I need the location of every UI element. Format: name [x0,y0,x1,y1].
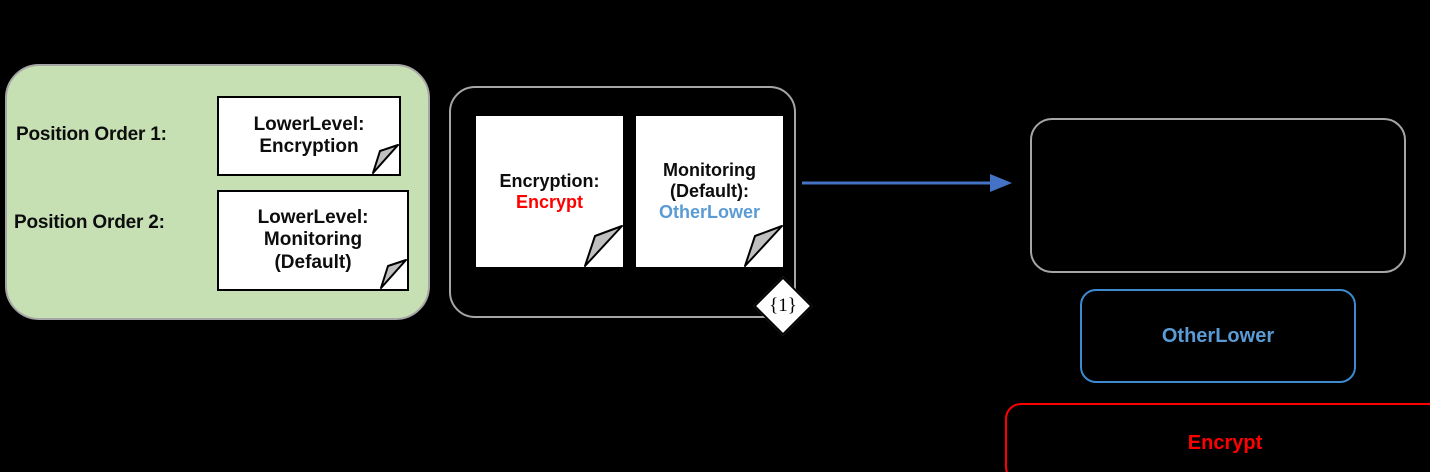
note-title-line-1: Monitoring [663,160,756,181]
multiplicity-label: {1} [769,295,797,316]
instance-container [449,86,796,318]
multiplicity-diamond: {1} [753,276,813,336]
note-line-3: (Default) [274,251,352,273]
note-line-1: LowerLevel: [253,113,365,135]
note-encryption-value[interactable]: Encryption: Encrypt [474,114,625,269]
note-line: LowerLevel: Encryption [254,114,365,158]
note-line: LowerLevel: Monitoring (Default) [258,207,369,273]
otherlower-result-box[interactable]: OtherLower [1080,289,1356,383]
page-curl-icon [578,225,623,267]
note-body: Encryption: Encrypt [499,171,599,213]
position-order-2-label: Position Order 2: [14,212,165,233]
empty-result-box[interactable] [1030,118,1406,273]
note-value: OtherLower [658,201,760,222]
page-curl-icon [369,144,399,174]
note-body: Monitoring (Default): OtherLower [659,160,760,223]
note-value: Encrypt [515,191,583,212]
page-curl-icon [738,225,783,267]
note-line-2: Monitoring [263,229,363,251]
otherlower-label: OtherLower [1161,324,1275,347]
page-curl-icon [377,259,407,289]
note-line-1: LowerLevel: [257,207,369,229]
note-monitoring-value[interactable]: Monitoring (Default): OtherLower [634,114,785,269]
encrypt-label: Encrypt [1187,431,1263,454]
flow-arrow-icon [802,174,1012,192]
note-lowerlevel-monitoring[interactable]: LowerLevel: Monitoring (Default) [217,190,409,291]
encrypt-result-box[interactable]: Encrypt [1005,403,1430,472]
note-title: Encryption: [499,170,600,191]
note-line-2: Encryption [259,136,359,157]
position-order-1-label: Position Order 1: [16,124,167,145]
note-lowerlevel-encryption[interactable]: LowerLevel: Encryption [217,96,401,176]
note-title-line-2: (Default): [669,181,749,202]
